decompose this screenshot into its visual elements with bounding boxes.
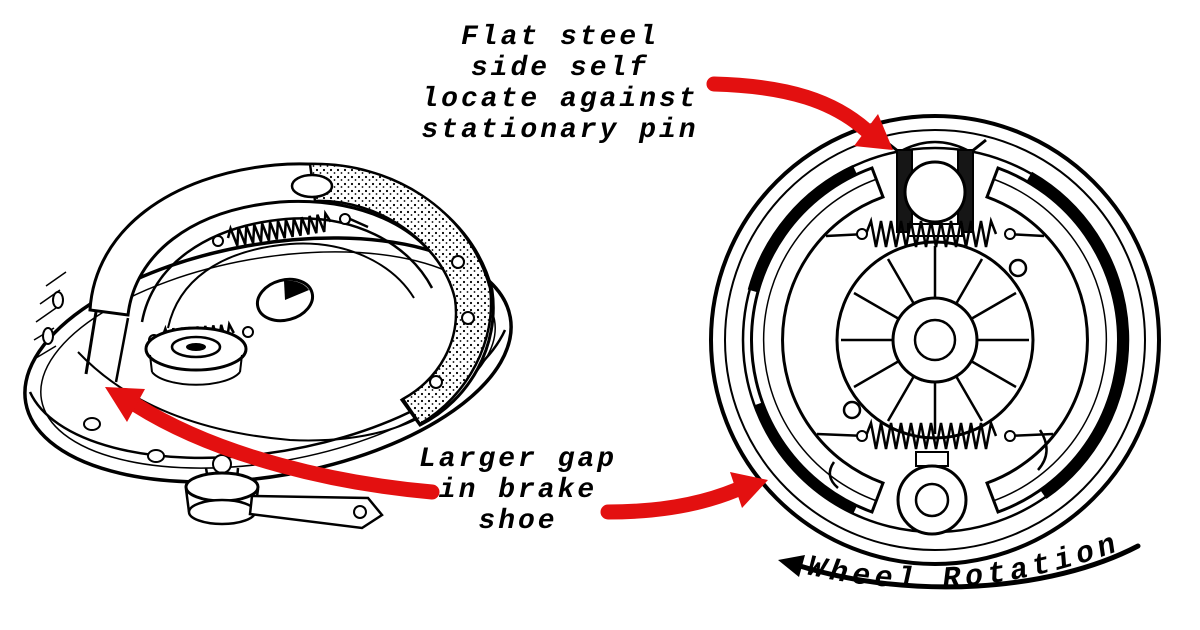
actuator-lever [184, 454, 384, 530]
lower-return-spring [816, 418, 1054, 450]
adjuster [896, 451, 968, 536]
label-line: locate against [421, 84, 699, 115]
hub [835, 240, 1035, 440]
figure-brake-shoe-assembly-perspective [23, 162, 513, 530]
arrowhead-gap-left [105, 387, 145, 422]
wheel-rotation-arrow [797, 543, 1141, 590]
label-line: stationary pin [421, 115, 699, 146]
label-line: Larger gap [418, 444, 618, 475]
callout-larger-gap: Larger gap in brake shoe [398, 444, 638, 537]
arrowhead-gap-right [730, 472, 768, 508]
stationary-pin [903, 160, 967, 224]
return-spring-upper [226, 209, 332, 247]
callout-flat-steel-pin: Flat steel side self locate against stat… [392, 22, 728, 146]
arrow-gap-to-right-figure [600, 482, 744, 520]
label-line: Flat steel [460, 22, 660, 53]
arrow-flat-steel-to-pin [706, 76, 874, 138]
hub-nut [144, 326, 248, 386]
label-line: in brake [438, 475, 598, 506]
brake-shoe-gap [84, 311, 98, 375]
wheel-rotation-label: Wheel Rotation [804, 527, 1126, 598]
brake-lining-stippled [308, 162, 493, 426]
arrow-gap-to-left-figure [128, 397, 440, 500]
wheel-rotation-arrowhead [778, 555, 805, 577]
label-line: shoe [478, 506, 558, 537]
label-line: side self [470, 53, 650, 84]
right-brake-shoe [985, 166, 1121, 514]
upper-return-spring [825, 216, 1045, 248]
figure-drum-brake-front-view [709, 114, 1161, 566]
left-brake-shoe [749, 166, 885, 514]
arrowhead-flat-steel [854, 114, 893, 150]
